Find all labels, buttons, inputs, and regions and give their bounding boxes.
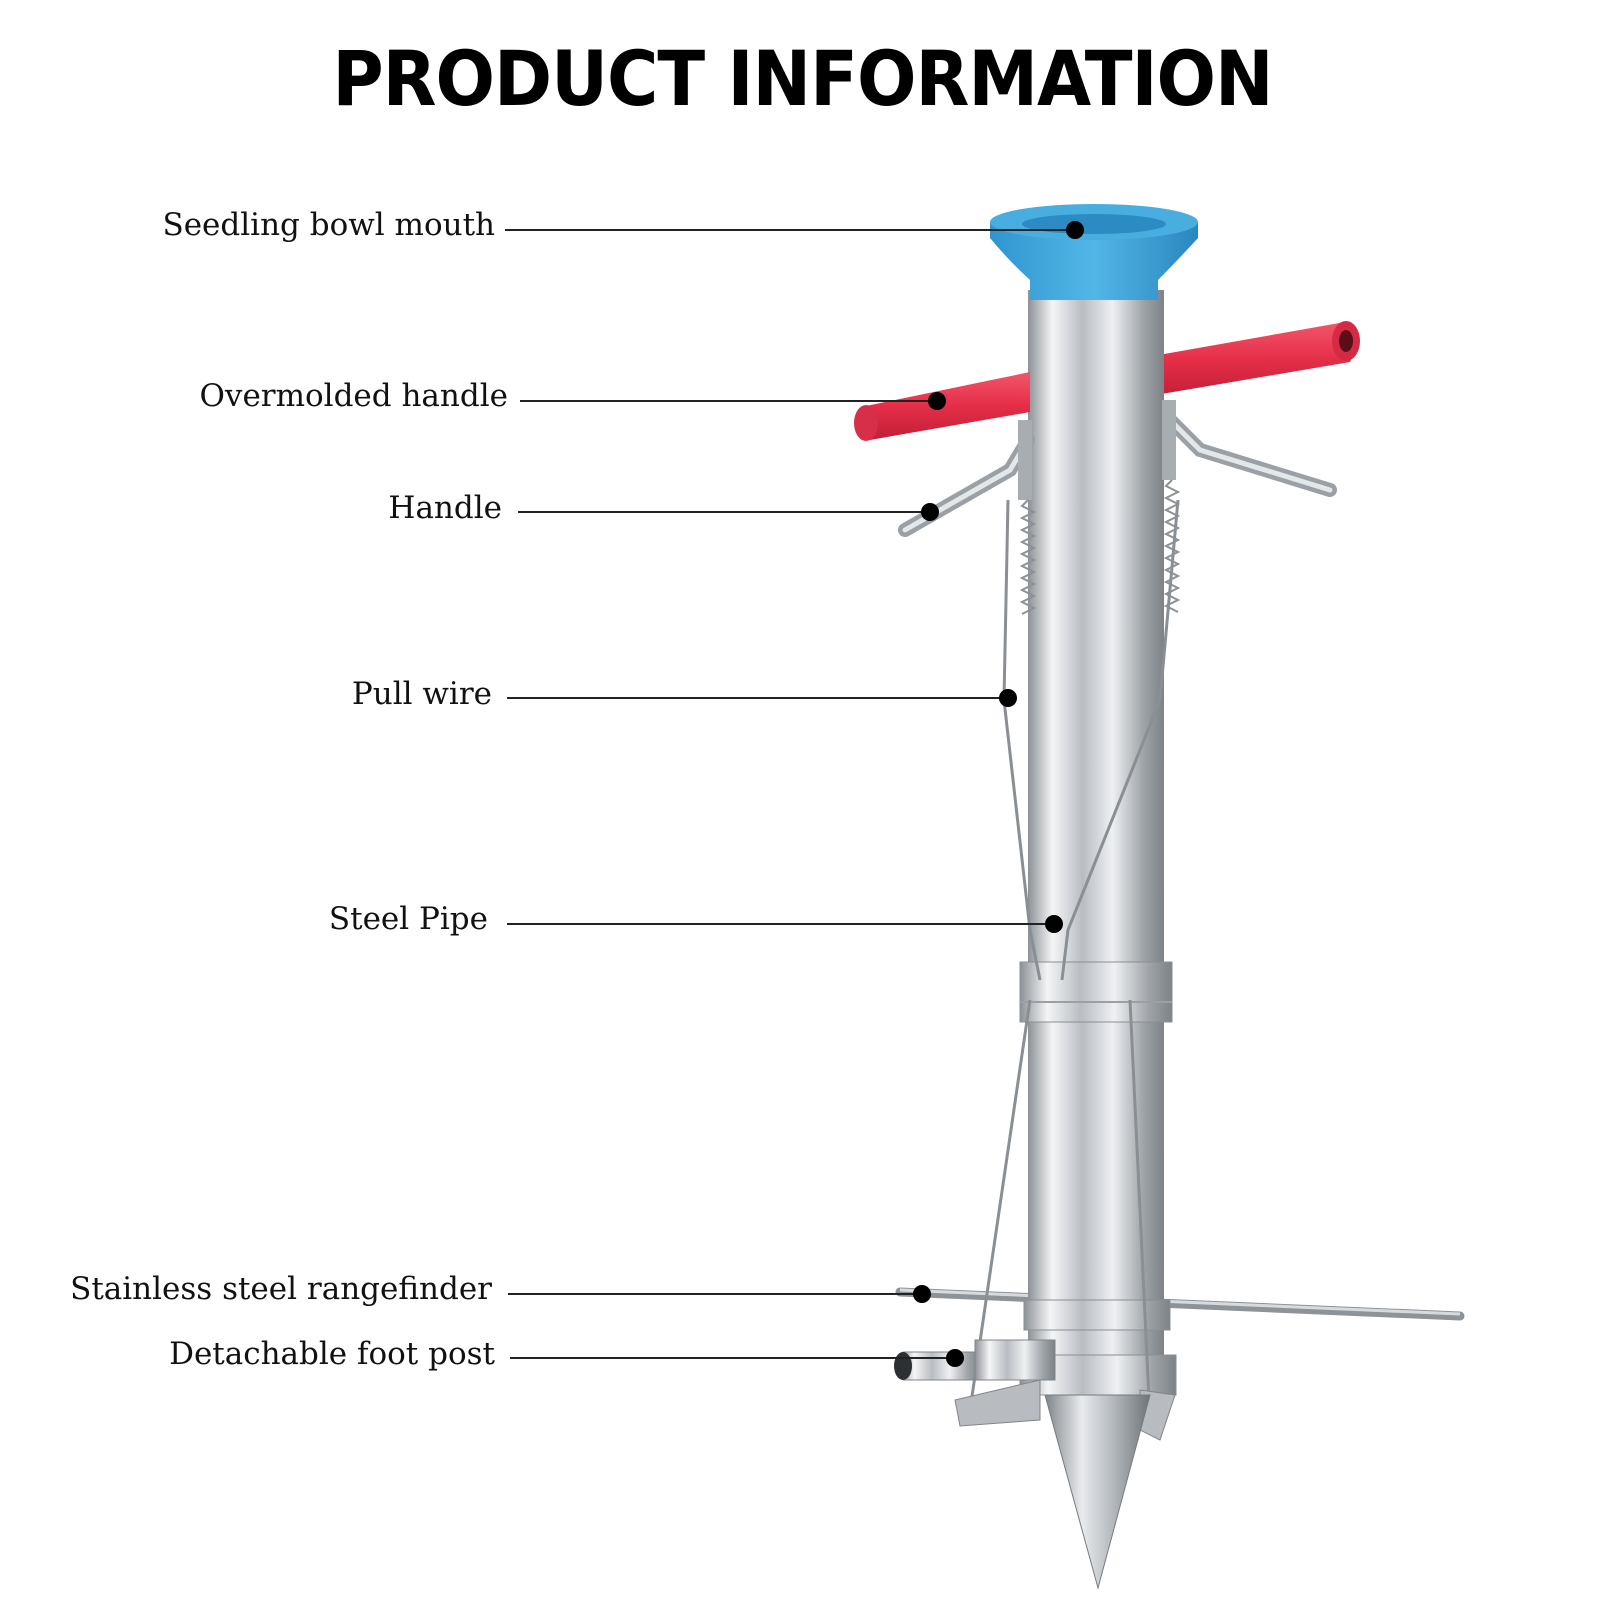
label-handle: Handle — [388, 490, 502, 526]
springs — [1019, 479, 1181, 615]
steel-pipe-body — [1019, 290, 1177, 1396]
label-steel-pipe: Steel Pipe — [328, 901, 488, 937]
label-detachable-foot-post: Detachable foot post — [169, 1336, 495, 1372]
pull-wires — [968, 499, 1180, 1421]
label-stainless-steel-rangefinder: Stainless steel rangefinder — [70, 1271, 492, 1307]
callout-lines — [505, 221, 1084, 1367]
right-grip — [1130, 321, 1360, 398]
cone-tip — [1044, 1394, 1151, 1590]
seedling-bowl — [990, 204, 1198, 300]
label-pull-wire: Pull wire — [351, 676, 492, 712]
label-seedling-bowl-mouth: Seedling bowl mouth — [162, 207, 495, 243]
lever-handles — [898, 400, 1337, 537]
label-overmolded-handle: Overmolded handle — [199, 378, 508, 414]
foot-post — [894, 1339, 1176, 1441]
rangefinder-rod — [895, 1287, 1465, 1321]
page-title: PRODUCT INFORMATION — [332, 34, 1273, 124]
